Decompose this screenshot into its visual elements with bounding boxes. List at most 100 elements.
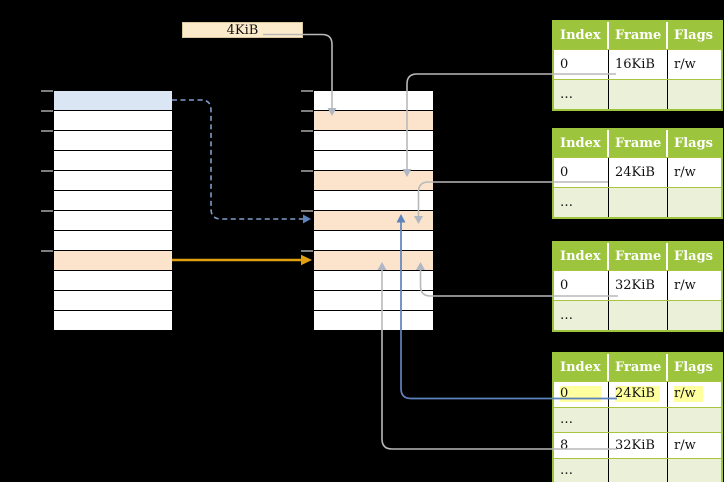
table-cell xyxy=(668,459,721,482)
table-cell: … xyxy=(554,407,609,432)
table-cell: 32KiB xyxy=(609,433,668,458)
table-cell: 32KiB xyxy=(609,271,668,300)
table-cell xyxy=(668,80,721,109)
memory-row xyxy=(54,131,172,151)
memory-row xyxy=(54,151,172,171)
table-cell xyxy=(668,408,721,433)
column-header: Index xyxy=(554,354,609,381)
table-cell: … xyxy=(554,188,609,217)
memory-row-highlighted xyxy=(314,171,433,191)
memory-row xyxy=(314,311,433,331)
table-cell xyxy=(668,301,721,330)
table-row: … xyxy=(554,79,721,109)
table-cell: r/w xyxy=(674,57,696,72)
memory-row xyxy=(54,271,172,291)
address-tick xyxy=(300,110,313,112)
column-header: Frame xyxy=(609,130,668,157)
column-header: Frame xyxy=(609,243,668,270)
table-row: … xyxy=(554,300,721,330)
memory-row-highlighted xyxy=(314,211,433,231)
highlighted-value: r/w xyxy=(674,386,703,403)
column-header: Flags xyxy=(674,249,713,264)
memory-row-highlighted xyxy=(54,91,172,111)
table-cell: … xyxy=(554,301,609,330)
memory-row xyxy=(314,151,433,171)
table-cell: … xyxy=(554,458,609,482)
address-tick xyxy=(300,130,313,132)
memory-row xyxy=(54,231,172,251)
table-cell xyxy=(609,301,668,330)
address-tick xyxy=(40,170,53,172)
address-tick xyxy=(40,110,53,112)
table-cell: r/w xyxy=(674,437,696,453)
address-tick xyxy=(300,90,313,92)
table-cell xyxy=(609,80,668,109)
column-header: Flags xyxy=(674,360,713,375)
memory-row xyxy=(54,291,172,311)
column-header: Frame xyxy=(609,354,668,381)
table-cell: 0 xyxy=(554,271,609,300)
memory-row xyxy=(314,91,433,111)
table-cell: r/w xyxy=(674,165,696,180)
arrow-virtual-dashed xyxy=(172,99,303,220)
arrowhead-virtual-orange-icon xyxy=(301,254,312,266)
memory-row xyxy=(54,211,172,231)
memory-row xyxy=(54,111,172,131)
table-cell: r/w xyxy=(668,382,721,407)
highlighted-value: 0 xyxy=(560,386,601,403)
virtual-memory-column xyxy=(40,90,173,332)
page-size-label: 4KiB xyxy=(182,22,303,38)
table-cell: … xyxy=(554,80,609,109)
memory-row-highlighted xyxy=(314,251,433,271)
column-header: Flags xyxy=(674,28,713,43)
column-header: Index xyxy=(554,22,609,49)
table-cell xyxy=(668,188,721,217)
table-cell: 0 xyxy=(554,50,609,79)
memory-row xyxy=(314,271,433,291)
page-size-label-text: 4KiB xyxy=(226,23,259,38)
address-tick xyxy=(300,210,313,212)
table-row: … xyxy=(554,187,721,217)
memory-row xyxy=(314,291,433,311)
table-cell: 16KiB xyxy=(609,50,668,79)
column-header: Frame xyxy=(609,22,668,49)
memory-row-highlighted xyxy=(54,251,172,271)
table-cell: 24KiB xyxy=(609,158,668,187)
column-header: Index xyxy=(554,243,609,270)
address-tick xyxy=(40,250,53,252)
table-cell: 24KiB xyxy=(609,382,668,407)
memory-row-highlighted xyxy=(314,111,433,131)
memory-row xyxy=(314,131,433,151)
table-cell xyxy=(609,407,668,432)
column-header: Index xyxy=(554,130,609,157)
table-row: … xyxy=(554,457,721,482)
memory-row xyxy=(54,311,172,331)
arrowhead-virtual-dashed-icon xyxy=(303,214,311,224)
address-tick xyxy=(300,250,313,252)
table-cell: 0 xyxy=(554,382,609,407)
physical-memory-column xyxy=(300,90,434,332)
memory-row xyxy=(314,231,433,251)
memory-row xyxy=(54,191,172,211)
table-row: … xyxy=(554,406,721,433)
table-cell xyxy=(609,458,668,482)
address-tick xyxy=(40,130,53,132)
memory-row xyxy=(314,191,433,211)
address-tick xyxy=(40,210,53,212)
address-tick xyxy=(300,170,313,172)
table-cell: r/w xyxy=(674,278,696,293)
highlighted-value: 24KiB xyxy=(615,386,660,403)
table-cell: 8 xyxy=(554,433,609,458)
